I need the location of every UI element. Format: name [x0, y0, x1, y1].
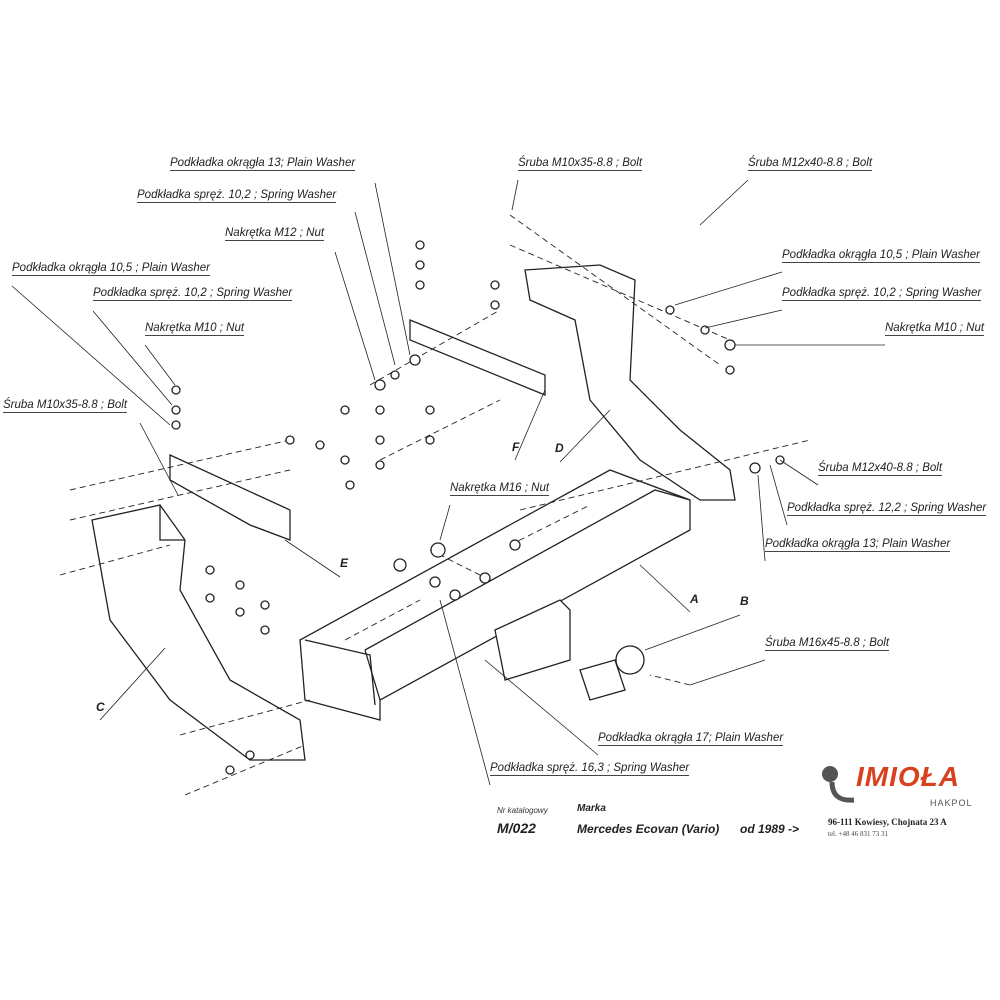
label-bolt-m10x35-right: Śruba M10x35-8.8 ; Bolt: [518, 157, 643, 171]
label-bolt-m12x40-top: Śruba M12x40-8.8 ; Bolt: [748, 157, 873, 171]
bracket-d: [524, 264, 736, 501]
part-letter-e: E: [340, 556, 349, 570]
part-letter-f: F: [512, 440, 520, 454]
part-letter-d: D: [555, 441, 564, 455]
plate-e: [169, 453, 291, 541]
bracket-c: [91, 504, 306, 761]
label-nut-m10-right: Nakrętka M10 ; Nut: [885, 322, 985, 336]
label-nut-m10-left: Nakrętka M10 ; Nut: [145, 322, 245, 336]
label-nut-m16: Nakrętka M16 ; Nut: [450, 482, 550, 496]
label-bolt-m16x45: Śruba M16x45-8.8 ; Bolt: [765, 637, 890, 651]
label-spring-washer-16-3: Podkładka spręż. 16,3 ; Spring Washer: [490, 762, 690, 776]
label-plain-washer-13-right: Podkładka okrągła 13; Plain Washer: [765, 538, 951, 552]
logo-subtext: HAKPOL: [930, 798, 973, 808]
label-plain-washer-10-5: Podkładka okrągła 10,5 ; Plain Washer: [12, 262, 210, 276]
brand-label: Marka: [577, 803, 606, 814]
hitch-plate: [494, 599, 571, 681]
catalog-number-label: Nr katalogowy: [497, 806, 548, 815]
company-phone: tel. +48 46 831 73 31: [828, 830, 888, 838]
label-spring-washer-10-2-right: Podkładka spręż. 10,2 ; Spring Washer: [782, 287, 982, 301]
vehicle-model: Mercedes Ecovan (Vario): [577, 822, 720, 836]
label-bolt-m12x40-right: Śruba M12x40-8.8 ; Bolt: [818, 462, 943, 476]
logo-text: IMIOŁA: [856, 761, 960, 792]
catalog-number: M/022: [497, 820, 536, 836]
label-bolt-m10x35-left: Śruba M10x35-8.8 ; Bolt: [3, 399, 128, 413]
imiola-hakpol-logo: IMIOŁA HAKPOL: [818, 762, 993, 814]
label-spring-washer-10-2: Podkładka spręż. 10,2 ; Spring Washer: [137, 189, 337, 203]
leader-lines: [11, 179, 885, 786]
fasteners: [171, 240, 785, 775]
label-plain-washer-13: Podkładka okrągła 13; Plain Washer: [170, 157, 356, 171]
plate-f: [409, 319, 546, 396]
label-plain-washer-17: Podkładka okrągła 17; Plain Washer: [598, 732, 784, 746]
part-letter-a: A: [690, 592, 699, 606]
model-years: od 1989 ->: [740, 822, 800, 836]
assembly-lines: [59, 214, 811, 796]
part-letter-c: C: [96, 700, 105, 714]
tow-ball-b: [615, 645, 645, 675]
crossbar-a: [299, 469, 691, 721]
tow-hook-logo-icon: [822, 766, 855, 803]
label-spring-washer-12-2: Podkładka spręż. 12,2 ; Spring Washer: [787, 502, 987, 516]
label-spring-washer-10-2-left: Podkładka spręż. 10,2 ; Spring Washer: [93, 287, 293, 301]
part-letter-b: B: [740, 594, 749, 608]
company-address: 96-111 Kowiesy, Chojnata 23 A: [828, 817, 947, 827]
label-plain-washer-10-5-right: Podkładka okrągła 10,5 ; Plain Washer: [782, 249, 980, 263]
label-nut-m12: Nakrętka M12 ; Nut: [225, 227, 325, 241]
